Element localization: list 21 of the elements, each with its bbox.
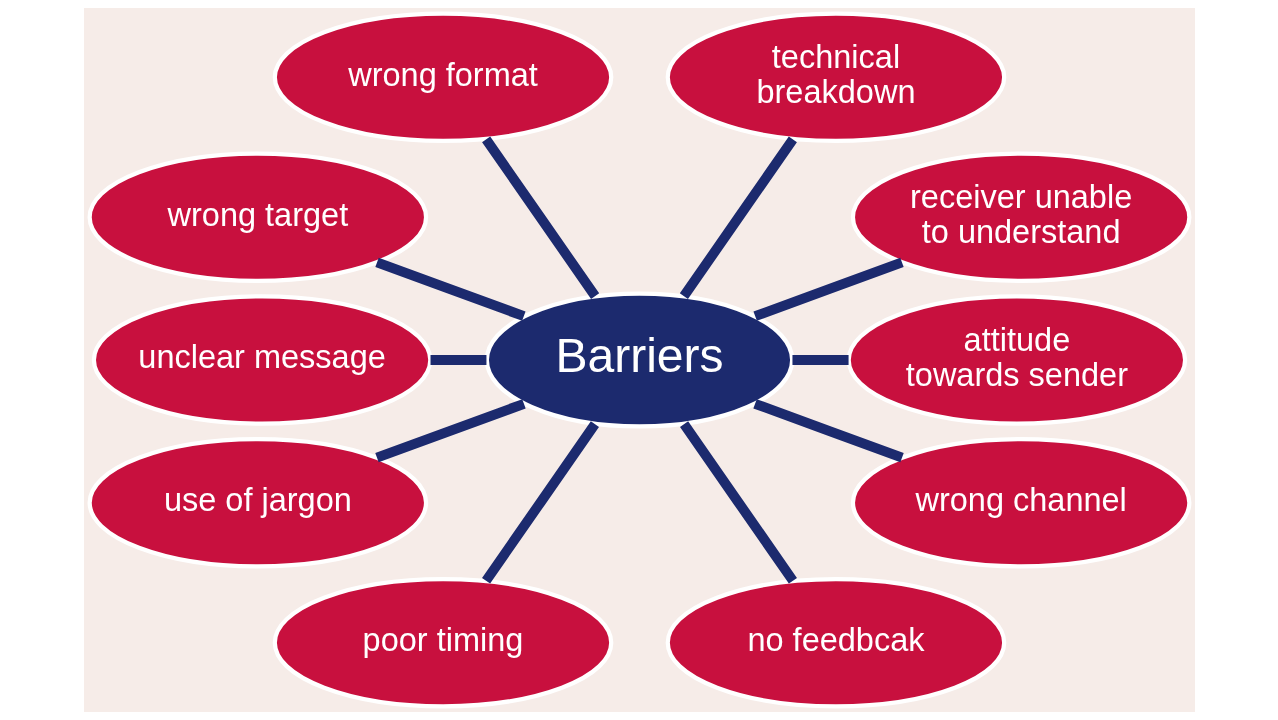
connector xyxy=(374,257,526,321)
node-ellipse: use of jargon xyxy=(87,437,428,569)
connector xyxy=(679,421,797,584)
node-ellipse: wrong target xyxy=(87,151,428,283)
node-ellipse: unclear message xyxy=(91,294,432,426)
connector xyxy=(791,355,849,365)
connector xyxy=(752,257,904,321)
node-ellipse: technical breakdown xyxy=(665,11,1006,144)
connector xyxy=(481,421,599,584)
connector xyxy=(679,136,797,299)
node-ellipse: no feedbcak xyxy=(665,576,1006,709)
node-ellipse: Barriers xyxy=(484,291,794,429)
node-ellipse: poor timing xyxy=(272,576,613,709)
connector xyxy=(481,136,599,299)
node-ellipse: wrong format xyxy=(272,11,613,144)
node-ellipse: receiver unable to understand xyxy=(850,151,1191,283)
node-ellipse: wrong channel xyxy=(850,437,1191,569)
node-ellipse: attitude towards sender xyxy=(846,294,1187,426)
connector xyxy=(374,399,526,463)
connector xyxy=(752,399,904,463)
connector xyxy=(430,355,486,365)
